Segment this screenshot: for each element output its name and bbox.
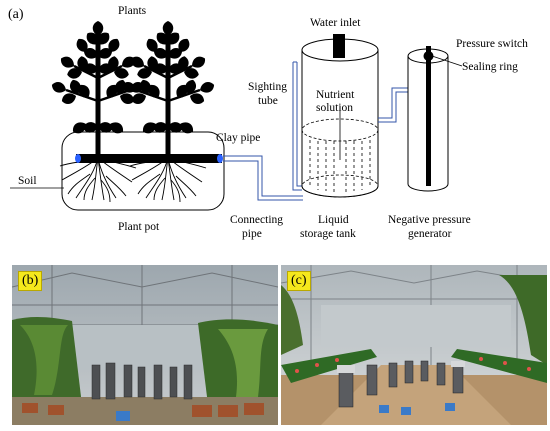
sealing-ring — [423, 51, 434, 61]
label-soil: Soil — [18, 175, 37, 187]
label-pressure-switch: Pressure switch — [456, 38, 528, 50]
label-negative-1: Negative pressure — [388, 214, 471, 226]
water-inlet-pipe — [333, 34, 345, 58]
label-nutrient-2: solution — [316, 102, 353, 114]
panel-label-c: (c) — [287, 271, 311, 291]
panel-label-a: (a) — [8, 7, 24, 22]
label-clay-pipe: Clay pipe — [216, 132, 260, 144]
generator-connection-tube — [378, 87, 408, 123]
label-liquid-1: Liquid — [318, 214, 349, 226]
negative-pressure-generator — [407, 46, 463, 192]
sighting-tube — [292, 61, 302, 191]
connecting-pipe — [223, 155, 303, 201]
label-liquid-2: storage tank — [300, 228, 356, 240]
label-nutrient-1: Nutrient — [316, 89, 355, 101]
panel-label-b: (b) — [18, 271, 43, 291]
greenhouse-photo-c: (c) — [281, 265, 547, 425]
label-sighting-tube-2: tube — [258, 95, 278, 107]
label-water-inlet: Water inlet — [310, 17, 361, 29]
label-plant-pot: Plant pot — [118, 221, 160, 233]
label-plants: Plants — [118, 5, 147, 17]
liquid-storage-tank — [301, 38, 379, 198]
clay-pipe — [76, 154, 222, 163]
greenhouse-photo-b: (b) — [12, 265, 278, 425]
label-negative-2: generator — [408, 228, 452, 240]
label-connecting-1: Connecting — [230, 214, 283, 226]
label-sighting-tube-1: Sighting — [248, 81, 287, 93]
label-sealing-ring: Sealing ring — [462, 61, 518, 73]
label-connecting-2: pipe — [242, 228, 262, 240]
schematic-diagram: (a) — [8, 5, 528, 240]
plant-pot — [61, 131, 225, 211]
